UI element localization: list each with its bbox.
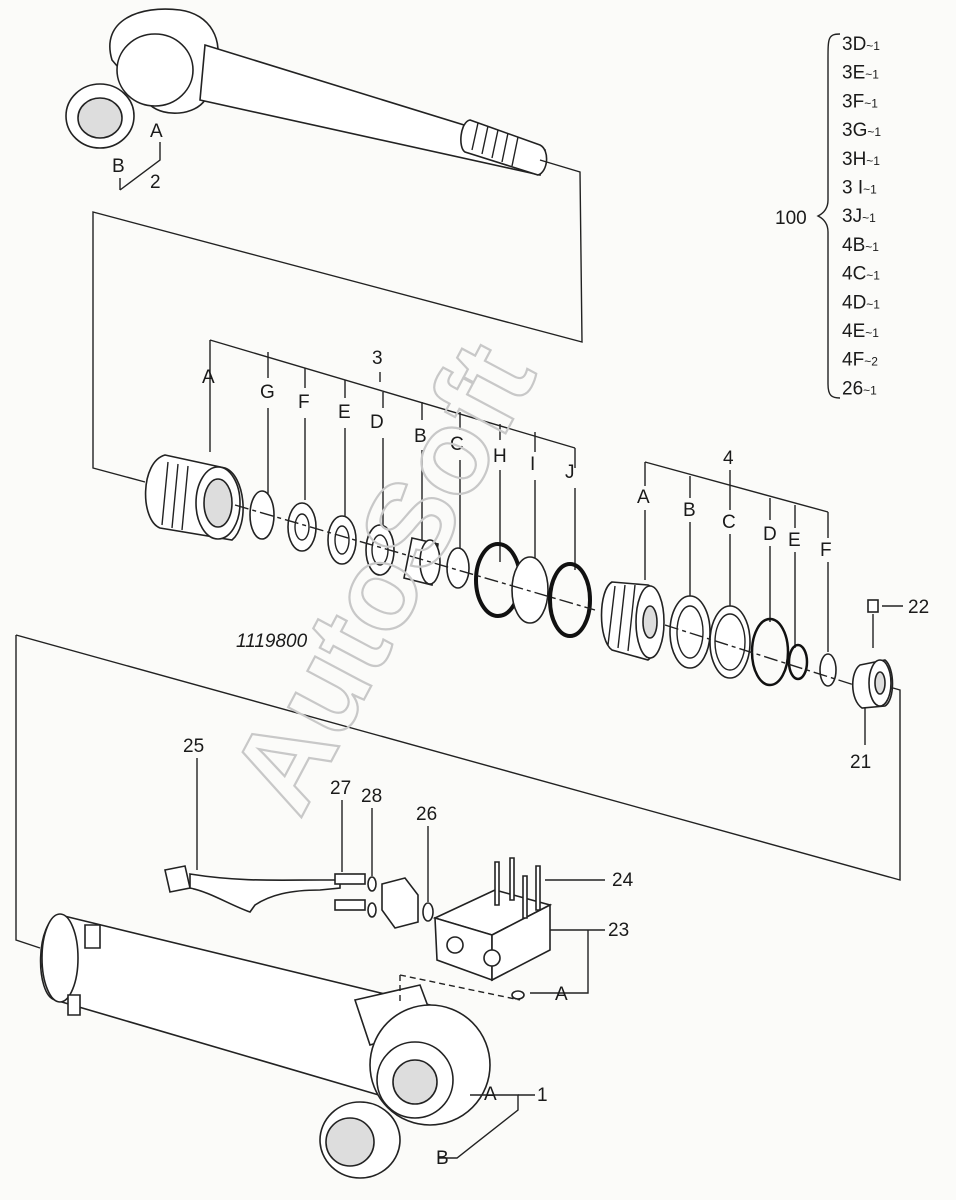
label-g4-A: A (637, 487, 650, 508)
kit-item: 3F~1 (842, 91, 878, 112)
kit-brace (816, 33, 841, 399)
kit-number: 100 (775, 208, 807, 229)
group-4-leaders (644, 461, 829, 652)
orings-28 (367, 876, 377, 918)
rod-label-leader (119, 142, 161, 191)
label-g3-F: F (298, 392, 310, 413)
label-g4-B: B (683, 500, 696, 521)
label-g4-E: E (788, 530, 801, 551)
oring-26 (422, 902, 434, 922)
label-g3-J: J (565, 462, 575, 483)
valve-block-23 (432, 889, 553, 1000)
label-g4-C: C (722, 512, 736, 533)
label-g3-num: 3 (372, 348, 383, 369)
part-4D (750, 617, 790, 687)
tube-frame-right (15, 634, 901, 881)
kit-item: 3E~1 (842, 63, 879, 84)
kit-item: 4B~1 (842, 235, 879, 256)
bolts-27 (334, 873, 366, 911)
label-rod-num: 2 (150, 172, 161, 193)
kit-item: 4D~1 (842, 292, 880, 313)
part-3C (446, 547, 470, 589)
label-rod-B: B (112, 156, 125, 177)
label-tube-A: A (484, 1084, 497, 1105)
label-g4-F: F (820, 540, 832, 561)
label-p26: 26 (416, 804, 437, 825)
label-tube-B: B (436, 1148, 449, 1169)
piston-rod (65, 8, 548, 176)
label-p24: 24 (612, 870, 634, 891)
nut-21 (851, 659, 894, 709)
cylinder-tube (39, 913, 521, 1179)
label-g4-D: D (763, 524, 777, 545)
label-rod-A: A (150, 121, 163, 142)
label-g3-A: A (202, 367, 215, 388)
label-p28: 28 (361, 786, 382, 807)
label-p23-A: A (555, 984, 568, 1005)
part-4E (787, 643, 809, 681)
label-p23: 23 (608, 920, 629, 941)
part-3J (548, 562, 592, 638)
part-3F (287, 502, 317, 552)
leader-22 (872, 605, 903, 648)
label-p22: 22 (908, 597, 929, 618)
kit-item: 3 I~1 (842, 178, 877, 199)
kit-item: 3D~1 (842, 34, 880, 55)
kit-item: 4C~1 (842, 264, 880, 285)
kit-item: 3J~1 (842, 206, 876, 227)
label-p21: 21 (850, 752, 871, 773)
leader-23 (530, 929, 605, 994)
group-3-parts (144, 454, 596, 638)
tube-frame-left (15, 635, 41, 949)
kit-item: 26~1 (842, 378, 877, 399)
label-g3-I: I (530, 454, 535, 475)
group-3-leaders (209, 339, 576, 575)
kit-item: 3G~1 (842, 120, 881, 141)
label-g3-D: D (370, 412, 384, 433)
flange (381, 877, 419, 929)
part-4C (709, 605, 751, 679)
rod-leader-line (92, 159, 583, 483)
label-g3-G: G (260, 382, 275, 403)
drawing-number: 1119800 (236, 631, 308, 652)
hose-25 (164, 865, 341, 913)
kit-item: 3H~1 (842, 149, 880, 170)
kit-item: 4E~1 (842, 321, 879, 342)
part-3D (365, 524, 395, 576)
part-3G (249, 490, 275, 540)
label-g3-E: E (338, 402, 351, 423)
kit-list: 100 3D~1 3E~1 3F~1 3G~1 3H~1 3 I~1 3J~1 4B~1 4C~… (775, 33, 881, 399)
screw-22 (867, 599, 879, 613)
label-p25: 25 (183, 736, 204, 757)
part-4F (819, 653, 837, 687)
part-4B (669, 595, 711, 669)
bolts-24 (494, 857, 541, 919)
kit-item: 4F~2 (842, 350, 878, 371)
label-g4-num: 4 (723, 448, 734, 469)
label-tube-num: 1 (537, 1085, 548, 1106)
group-4-parts (600, 581, 871, 691)
label-g3-C: C (450, 434, 464, 455)
label-p27: 27 (330, 778, 351, 799)
label-g3-B: B (414, 426, 427, 447)
part-3I (511, 556, 549, 624)
tube-label-leader (438, 1094, 519, 1159)
label-g3-H: H (493, 446, 507, 467)
